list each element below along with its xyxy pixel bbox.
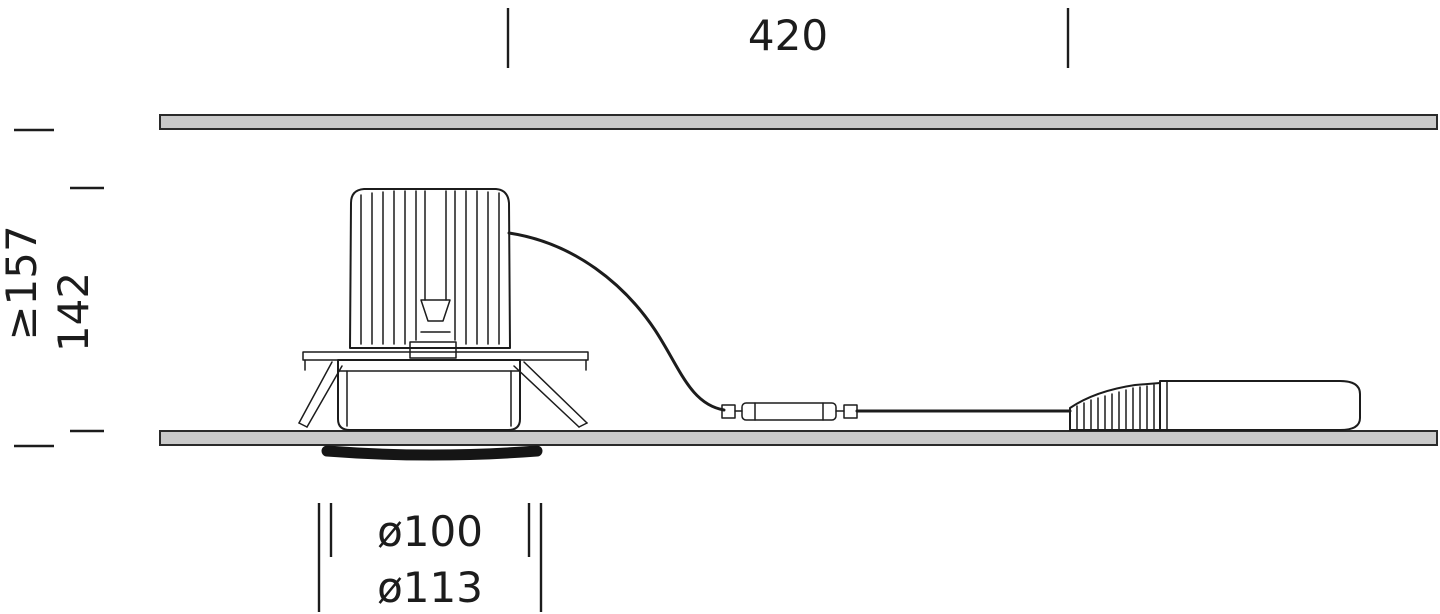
supply-cable xyxy=(507,231,726,412)
dimension-trim-diameter: ø113 xyxy=(317,503,543,612)
dim-label-113: ø113 xyxy=(377,563,483,612)
connector-terminal-left xyxy=(721,404,736,419)
connector-terminal-right xyxy=(843,404,858,419)
inline-connector xyxy=(721,402,858,421)
luminaire xyxy=(298,188,589,461)
heat-sink-outline xyxy=(349,188,511,349)
driver-box xyxy=(1159,380,1361,431)
top-slab xyxy=(159,114,1438,130)
dim-label-142: 142 xyxy=(49,272,98,352)
dim-label-420: 420 xyxy=(748,11,828,60)
bottom-slab xyxy=(159,430,1438,446)
driver-strain-relief xyxy=(1069,382,1161,431)
can-body xyxy=(337,359,521,431)
heat-sink-fins xyxy=(360,190,500,345)
trim-ring xyxy=(321,445,543,461)
dimension-cutout-diameter: ø100 xyxy=(329,503,531,557)
ceiling-structure xyxy=(159,114,1438,446)
dimension-fixture-height: 142 xyxy=(49,186,104,433)
dim-label-100: ø100 xyxy=(377,507,483,556)
gimbal-hub xyxy=(409,341,457,359)
retention-springs xyxy=(298,361,588,428)
driver xyxy=(1069,380,1361,431)
dim-label-157: ≥157 xyxy=(0,225,46,340)
led-module-detail xyxy=(420,299,451,333)
connector-barrel xyxy=(741,402,837,421)
dimension-driver-clearance: 420 xyxy=(506,8,1070,68)
dimension-recess-depth: ≥157 xyxy=(0,128,54,448)
driver-ribs xyxy=(1076,384,1155,430)
